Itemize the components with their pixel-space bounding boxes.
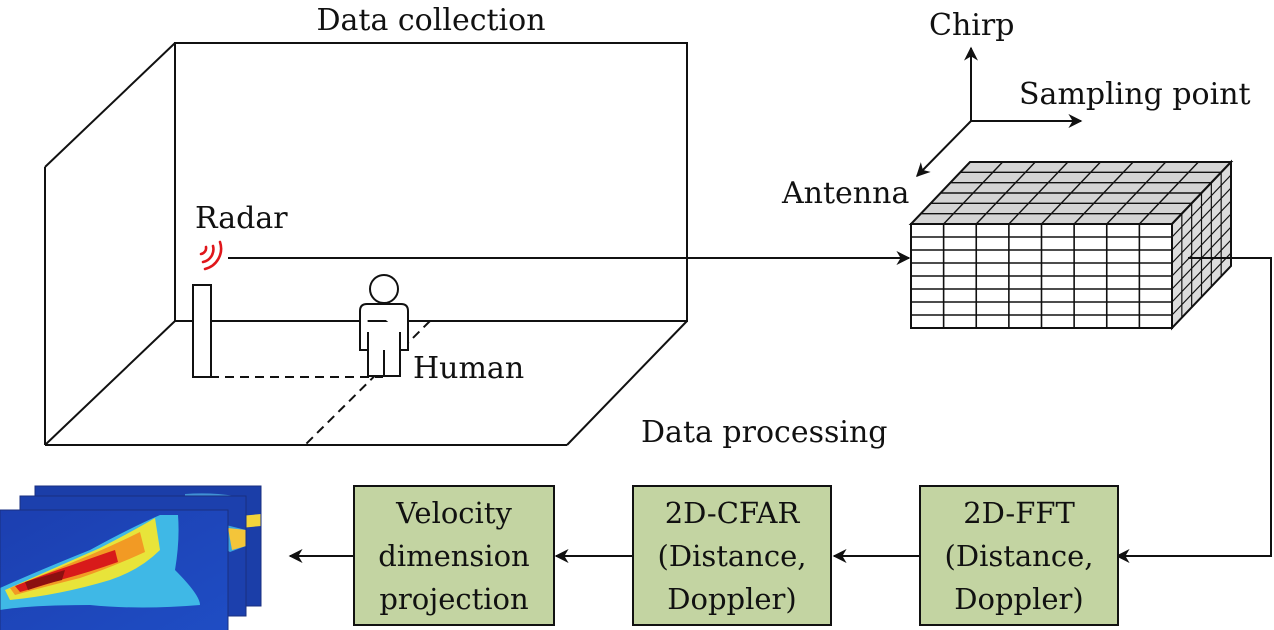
human-label: Human (413, 351, 524, 386)
cube-side-row-line (1171, 252, 1232, 316)
axis-antenna (916, 120, 972, 177)
cube-side-row-line (1171, 213, 1232, 277)
projection-line-1: Velocity (395, 496, 512, 530)
room-back-wall (174, 42, 688, 322)
heatmap-frame-1 (0, 509, 229, 630)
data-processing-label: Data processing (641, 415, 888, 450)
cube-side-row-line (1171, 174, 1232, 238)
cfar-line-1: 2D-CFAR (665, 496, 801, 530)
heatmap-stack (0, 485, 262, 630)
fft-line-1: 2D-FFT (963, 496, 1075, 530)
process-box-cfar: 2D-CFAR (Distance, Doppler) (632, 485, 832, 626)
cfar-line-3: Doppler) (667, 582, 796, 616)
room-edge-bottom-right (566, 320, 688, 446)
room-edge-top-left (44, 42, 176, 168)
projection-line-3: projection (379, 582, 528, 616)
radar-waves-icon (199, 240, 223, 271)
cfar-line-2: (Distance, (658, 539, 807, 573)
fft-line-3: Doppler) (954, 582, 1083, 616)
projection-line-2: dimension (378, 539, 529, 573)
data-collection-title: Data collection (316, 3, 545, 38)
fft-line-2: (Distance, (945, 539, 1094, 573)
room-scene (44, 42, 688, 446)
radar-label: Radar (195, 201, 288, 236)
room-edge-bottom-left (44, 320, 176, 446)
sampling-point-label: Sampling point (1019, 77, 1251, 112)
human-icon (359, 274, 409, 377)
cube-to-fft-connector (1115, 257, 1272, 563)
process-box-fft: 2D-FFT (Distance, Doppler) (919, 485, 1119, 626)
radar-stand (192, 284, 212, 378)
cube-side-row-line (1171, 239, 1232, 303)
cube-side-row-line (1171, 187, 1232, 251)
axes-indicator (916, 46, 1083, 177)
chirp-label: Chirp (929, 8, 1014, 43)
process-box-projection: Velocity dimension projection (353, 485, 555, 626)
cube-side-row-line (1171, 200, 1232, 264)
antenna-label: Antenna (781, 176, 909, 211)
radar-data-cube (908, 159, 1234, 331)
